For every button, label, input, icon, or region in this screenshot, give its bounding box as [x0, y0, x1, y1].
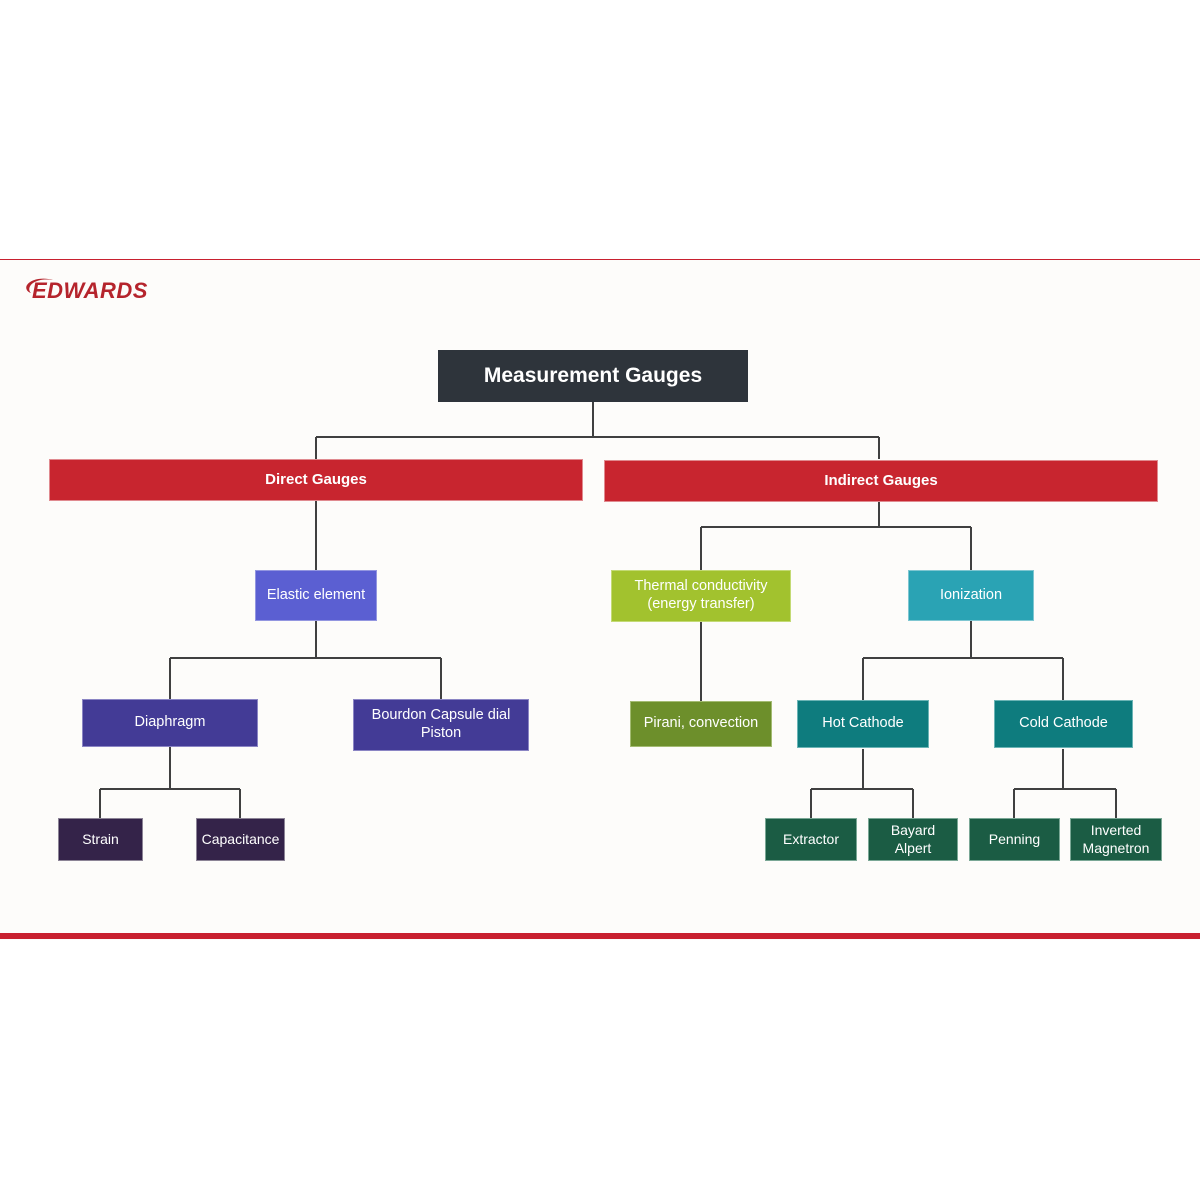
node-label: Direct Gauges	[265, 470, 367, 488]
node-label: Penning	[988, 830, 1041, 847]
node-label: Ionization	[939, 586, 1003, 603]
node-pirani-convection[interactable]: Pirani, convection	[630, 701, 772, 747]
node-label-line2: Alpert	[894, 839, 932, 856]
node-bayard-alpert[interactable]: Bayard Alpert	[868, 818, 958, 861]
node-label-line1: Inverted	[1090, 822, 1142, 839]
node-thermal-conductivity[interactable]: Thermal conductivity (energy transfer)	[611, 570, 791, 622]
bottom-red-rule	[0, 933, 1200, 939]
node-cold-cathode[interactable]: Cold Cathode	[994, 700, 1133, 748]
node-inverted-magnetron[interactable]: Inverted Magnetron	[1070, 818, 1162, 861]
node-label: Hot Cathode	[822, 715, 904, 732]
node-label: Pirani, convection	[643, 715, 759, 732]
node-label: Indirect Gauges	[824, 471, 938, 489]
node-label: Diaphragm	[134, 714, 206, 731]
node-label-line1: Thermal conductivity	[634, 578, 768, 595]
node-label-line2: Piston	[420, 725, 462, 741]
node-label: Strain	[82, 830, 119, 847]
node-label: Cold Cathode	[1019, 715, 1108, 732]
node-capacitance[interactable]: Capacitance	[196, 818, 285, 861]
node-label-multiline: Bourdon Capsule dial Piston	[372, 707, 511, 742]
node-label: Extractor	[782, 830, 839, 847]
node-label-multiline: Thermal conductivity (energy transfer)	[635, 578, 768, 613]
node-label: Capacitance	[201, 830, 280, 847]
node-indirect-gauges[interactable]: Indirect Gauges	[604, 460, 1158, 502]
node-label-multiline: Inverted Magnetron	[1083, 822, 1150, 856]
node-label: Measurement Gauges	[483, 364, 703, 388]
node-hot-cathode[interactable]: Hot Cathode	[797, 700, 929, 748]
edwards-logo[interactable]: EDWARDS	[20, 275, 200, 309]
node-extractor[interactable]: Extractor	[765, 818, 857, 861]
node-elastic-element[interactable]: Elastic element	[255, 570, 377, 621]
node-label-line2: (energy transfer)	[647, 596, 755, 612]
node-label-multiline: Bayard Alpert	[891, 822, 935, 856]
logo-wordmark: EDWARDS	[32, 278, 148, 303]
node-diaphragm[interactable]: Diaphragm	[82, 699, 258, 747]
node-label-line1: Bayard	[890, 822, 936, 839]
node-direct-gauges[interactable]: Direct Gauges	[49, 459, 583, 501]
node-ionization[interactable]: Ionization	[908, 570, 1034, 621]
node-label-line1: Bourdon Capsule dial	[371, 707, 511, 724]
node-strain[interactable]: Strain	[58, 818, 143, 861]
node-penning[interactable]: Penning	[969, 818, 1060, 861]
node-measurement-gauges[interactable]: Measurement Gauges	[438, 350, 748, 402]
node-label-line2: Magnetron	[1082, 839, 1150, 856]
node-label: Elastic element	[266, 586, 366, 603]
swoosh-icon	[26, 278, 53, 293]
node-bourdon-capsule-dial-piston[interactable]: Bourdon Capsule dial Piston	[353, 699, 529, 751]
